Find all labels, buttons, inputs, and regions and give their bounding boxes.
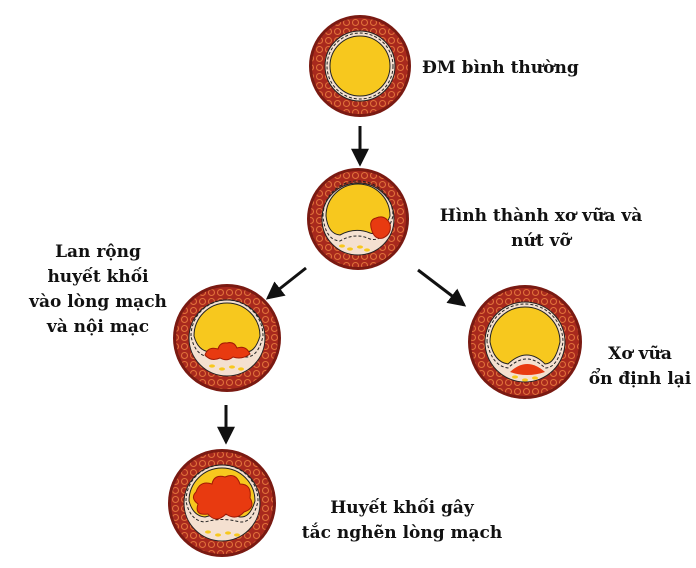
vessel-occlusion <box>168 449 276 557</box>
label-line: huyết khối <box>47 267 149 287</box>
arrow-rupture-to-stabilized <box>417 268 467 307</box>
label-line: nứt vỡ <box>511 231 571 251</box>
label-normal: ĐM bình thường <box>422 56 579 81</box>
label-line: vào lòng mạch <box>29 292 167 312</box>
label-rupture: Hình thành xơ vữa và nứt vỡ <box>423 204 659 254</box>
label-line: ĐM bình thường <box>422 58 579 78</box>
label-line: Huyết khối gây <box>330 498 474 518</box>
label-line: Lan rộng <box>55 242 141 262</box>
label-line: Hình thành xơ vữa và <box>439 206 643 226</box>
label-line: và nội mạc <box>46 317 150 337</box>
label-line: ổn định lại <box>588 369 692 389</box>
vessel-normal <box>309 15 411 117</box>
vessel-rupture <box>307 168 409 270</box>
arrow-rupture-to-spread <box>265 266 307 300</box>
label-line: Xơ vữa <box>608 344 672 364</box>
label-line: tắc nghẽn lòng mạch <box>301 523 503 543</box>
label-spread: Lan rộng huyết khối vào lòng mạch và nội… <box>12 240 184 340</box>
vessel-stabilized <box>468 285 582 399</box>
label-stabilized: Xơ vữa ổn định lại <box>586 342 694 392</box>
vessel-spread <box>173 284 281 392</box>
label-occlusion: Huyết khối gây tắc nghẽn lòng mạch <box>284 496 520 546</box>
